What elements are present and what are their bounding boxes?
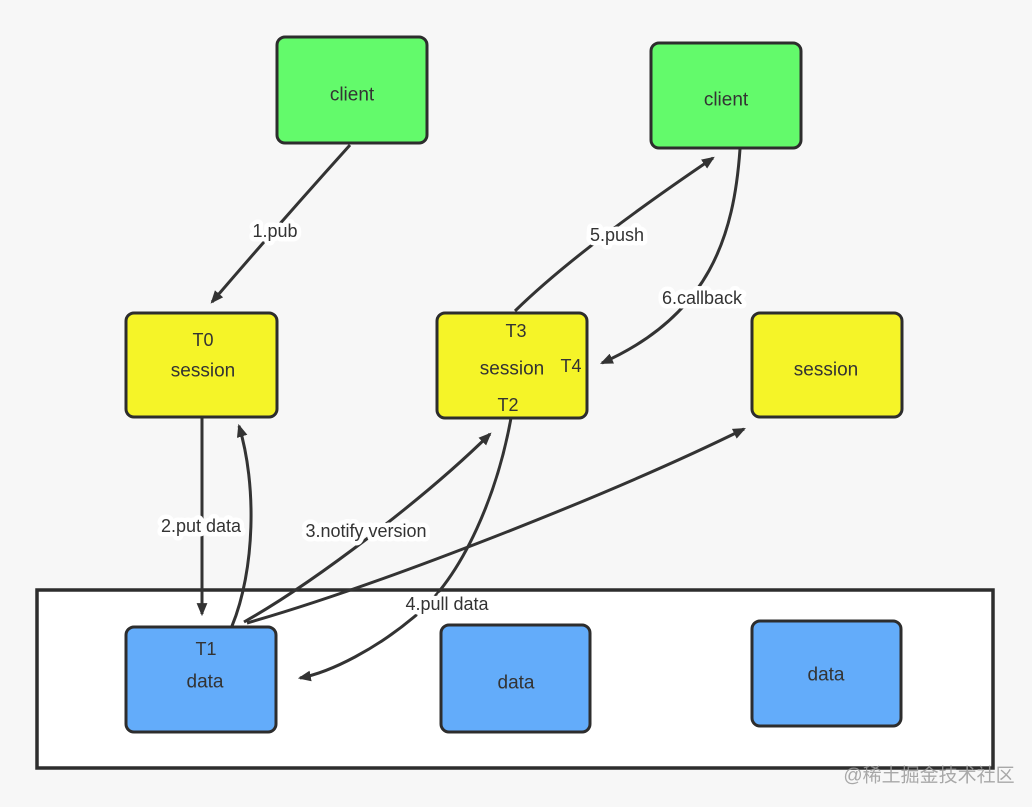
client-right-label: client [704,90,749,111]
edge-label-pub: 1.pub [252,221,297,241]
data-left-tag-t1: T1 [195,639,216,659]
edge-label-put-data: 2.put data [161,516,242,536]
session-middle-label: session [480,359,544,380]
edge-push-arrow [513,156,715,313]
client-right-box [649,41,803,150]
session-middle-box [435,311,589,420]
session-middle-tag-t2: T2 [497,395,518,415]
data-left-box [124,625,278,734]
edge-notify-version-arrow [243,432,492,624]
edge-callback-arrow [600,148,742,365]
client-left-label: client [330,85,375,106]
data-middle-label: data [498,673,535,694]
node-data-left: T1 data [124,625,278,734]
session-right-box [750,311,904,419]
edge-pub-arrow [210,143,352,304]
session-middle-tag-t3: T3 [505,321,526,341]
edge-pull-data-arrow [297,417,513,682]
edge-put-return-arrow [230,423,253,627]
node-data-right: data [750,619,903,728]
edge-label-push: 5.push [590,225,644,245]
data-left-label: data [187,672,224,693]
session-left-label: session [171,361,235,382]
node-session-left: T0 session [124,311,279,419]
data-right-box [750,619,903,728]
node-session-right: session [750,311,904,419]
edge-label-notify-version: 3.notify version [305,521,426,541]
node-client-left: client [275,35,429,145]
session-left-box [124,311,279,419]
session-right-label: session [794,360,858,381]
data-middle-box [439,623,592,734]
node-session-middle: T3 session T4 T2 [435,311,589,420]
session-middle-tag-t4: T4 [560,356,581,376]
client-left-box [275,35,429,145]
edge-label-callback: 6.callback [662,288,743,308]
node-data-middle: data [439,623,592,734]
node-client-right: client [649,41,803,150]
data-right-label: data [808,665,845,686]
edge-label-pull-data: 4.pull data [405,594,489,614]
watermark-text: @稀土掘金技术社区 [843,765,1014,787]
edge-notify-right-session-arrow [246,427,746,625]
session-left-tag-t0: T0 [192,330,213,350]
